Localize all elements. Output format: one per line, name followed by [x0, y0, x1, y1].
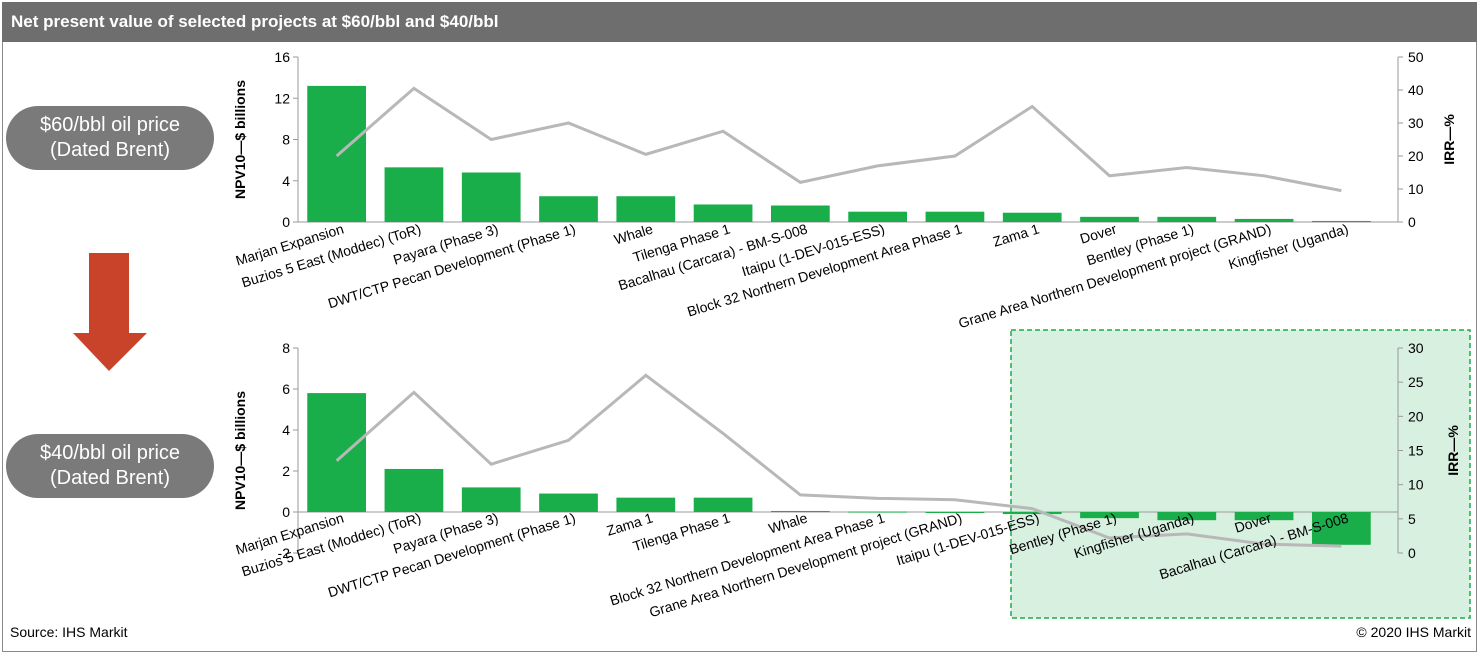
chart0-y2-tick-label: 50 [1408, 49, 1424, 65]
chart1-y-tick-label: 4 [282, 422, 290, 438]
chart1-npv-bar [461, 487, 521, 512]
chart1-npv-bar [1002, 512, 1062, 515]
chart0-npv-bar [461, 172, 521, 222]
price-pill-40-line1: $40/bbl oil price [39, 442, 181, 464]
chart0-y-axis-title: NPV10—$ billions [232, 80, 248, 199]
chart0-y2-tick-label: 0 [1408, 214, 1416, 230]
chart1-y2-tick-label: 30 [1408, 340, 1424, 356]
chart1-npv-bar [384, 468, 444, 512]
chart0-category-label: Zama 1 [991, 221, 1041, 250]
chart0-y-tick-label: 16 [274, 49, 290, 65]
price-pill-60: $60/bbl oil price (Dated Brent) [6, 106, 214, 170]
chart1-y2-tick-label: 25 [1408, 374, 1424, 390]
chart1-npv-bar [693, 497, 753, 512]
chart1-npv-bar [1311, 512, 1371, 545]
chart0-npv-bar [770, 205, 830, 222]
chart1-category-label: Whale [767, 510, 810, 537]
chart1-y2-axis-title: IRR—% [1445, 425, 1461, 476]
chart1-y2-tick-label: 5 [1408, 511, 1416, 527]
chart1-y-tick-label: 6 [282, 381, 290, 397]
chart1-y-tick-label: -2 [278, 545, 291, 561]
chart0-npv-bar [1080, 216, 1139, 222]
chart1-y2-tick-label: 10 [1408, 477, 1424, 493]
copyright-note: © 2020 IHS Markit [1356, 624, 1471, 640]
chart1-y-tick-label: 8 [282, 340, 290, 356]
chart1-npv-bar [848, 511, 908, 513]
chart0-npv-bar [1311, 220, 1371, 222]
chart1-y2-tick-label: 15 [1408, 443, 1424, 459]
chart0-y-tick-label: 0 [282, 214, 290, 230]
chart0-y-tick-label: 8 [282, 132, 290, 148]
chart0-y-tick-label: 4 [282, 173, 290, 189]
chart1-npv-bar [1234, 512, 1294, 521]
chart1-npv-bar [539, 493, 598, 512]
figure-title: Net present value of selected projects a… [2, 2, 1477, 42]
chart0-npv-bar [307, 85, 367, 222]
chart0-y2-axis-title: IRR—% [1441, 114, 1457, 165]
chart0-npv-bar [1157, 216, 1217, 222]
chart1-npv-bar [1080, 512, 1139, 519]
chart0-npv-bar [616, 196, 676, 222]
chart0-y2-tick-label: 30 [1408, 115, 1424, 131]
chart1-y2-tick-label: 20 [1408, 408, 1424, 424]
chart0-npv-bar [1234, 218, 1294, 222]
chart1-npv-bar [770, 510, 830, 512]
chart0-npv-bar [384, 167, 444, 222]
chart1-irr-line [335, 373, 1342, 548]
chart1-npv-bar [925, 512, 985, 513]
chart0-y2-tick-label: 40 [1408, 82, 1424, 98]
chart1-npv-bar [1157, 512, 1217, 521]
price-pill-60-line1: $60/bbl oil price [39, 114, 181, 136]
chart0-category-label: Whale [612, 221, 655, 248]
chart0-y2-tick-label: 20 [1408, 148, 1424, 164]
chart0-npv-bar [693, 204, 753, 222]
highlight-negative-npv-region [1010, 329, 1471, 619]
price-pill-60-line2: (Dated Brent) [49, 139, 171, 161]
chart0-category-label: Dover [1078, 220, 1119, 246]
chart1-y-axis-title: NPV10—$ billions [232, 391, 248, 510]
chart1-npv-bar [307, 393, 367, 512]
chart1-y-tick-label: 0 [282, 504, 290, 520]
chart1-npv-bar [616, 497, 676, 512]
chart0-npv-bar [539, 196, 598, 222]
chart0-npv-bar [848, 211, 908, 222]
price-pill-40-line2: (Dated Brent) [49, 467, 171, 489]
down-arrow-icon [73, 253, 147, 371]
chart0-npv-bar [925, 211, 985, 222]
chart0-y2-tick-label: 10 [1408, 181, 1424, 197]
chart1-y2-tick-label: 0 [1408, 545, 1416, 561]
price-pill-40: $40/bbl oil price (Dated Brent) [6, 434, 214, 498]
source-note: Source: IHS Markit [10, 624, 128, 640]
chart0-irr-line [335, 86, 1342, 193]
chart0-y-tick-label: 12 [274, 90, 290, 106]
chart1-y-tick-label: 2 [282, 463, 290, 479]
chart0-npv-bar [1002, 212, 1062, 222]
